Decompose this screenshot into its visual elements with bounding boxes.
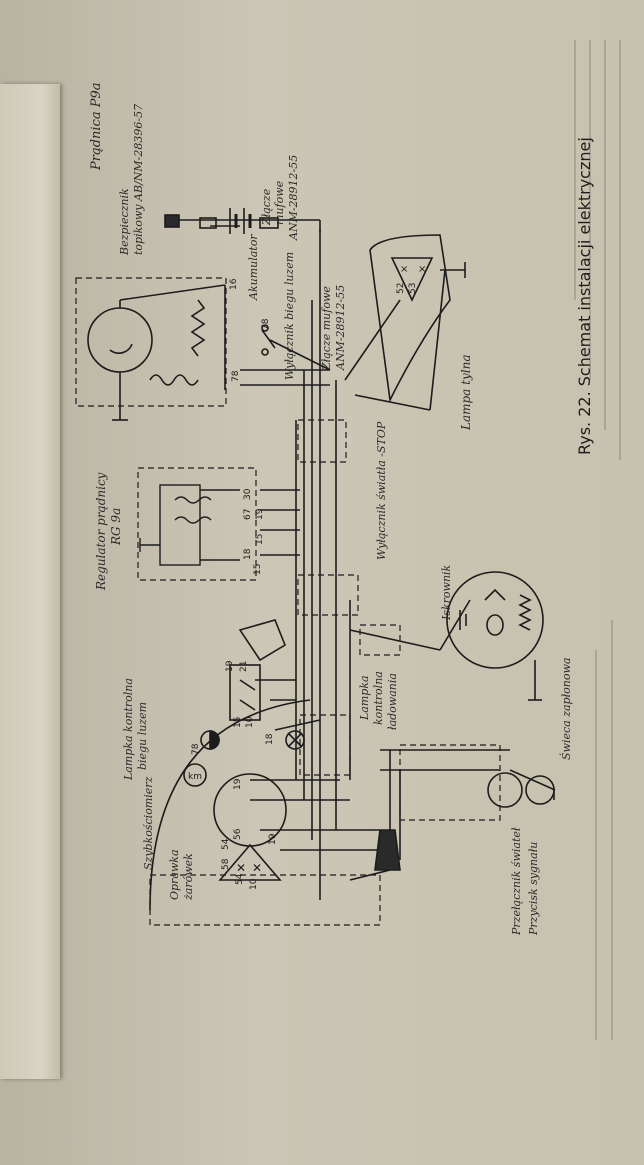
svg-text:✕: ✕ bbox=[252, 861, 262, 875]
terminal-label: 53 bbox=[408, 283, 418, 294]
label-szybkosciomierz: Szybkościomierz bbox=[142, 776, 155, 870]
terminal-label: 54 bbox=[235, 873, 245, 885]
label-kontrolka-luz: Lampka kontrolna bbox=[122, 678, 135, 781]
tail-lamp: × × bbox=[369, 234, 466, 403]
label-regulator-2: RG 9a bbox=[109, 508, 123, 546]
terminal-label: 78 bbox=[231, 370, 241, 382]
label-zlacze-2b: ANM-28912-55 bbox=[334, 285, 347, 371]
svg-text:✕: ✕ bbox=[236, 861, 246, 875]
terminal-label: 58 bbox=[221, 858, 231, 870]
label-kontrolka-luz-2: biegu luzem bbox=[136, 702, 149, 770]
label-zlacze-2: Złącze mufowe bbox=[320, 286, 333, 371]
terminal-label: 21 bbox=[239, 661, 249, 672]
terminal-label: 19 bbox=[225, 660, 235, 672]
terminal-label: 18 bbox=[243, 548, 253, 560]
label-zlacze-1: Złącze bbox=[260, 188, 273, 226]
neutral-switch bbox=[261, 324, 276, 356]
terminal-label: 78 bbox=[261, 318, 271, 330]
terminal-label: 18 bbox=[265, 733, 275, 745]
regulator-internals bbox=[139, 484, 240, 566]
terminal-label: 16 bbox=[229, 278, 239, 290]
label-przycisk: Przycisk sygnału bbox=[527, 842, 540, 936]
label-zlacze-1b: mufowe bbox=[273, 180, 286, 225]
bleed-through-text bbox=[574, 40, 621, 1040]
label-zlacze-1c: ANM-28912-55 bbox=[287, 155, 300, 241]
terminal-label: 15 bbox=[253, 564, 263, 575]
terminal-numbers: 16 78 78 52 53 30 67 19 15 18 15 19 21 1… bbox=[191, 278, 418, 890]
labels: Prądnica P9a Bezpiecznik topikowy AB/NM-… bbox=[89, 83, 573, 937]
terminal-label: 54 bbox=[221, 838, 231, 850]
svg-text:×: × bbox=[400, 264, 408, 275]
label-wylacznik-luz: Wyłącznik biegu luzem bbox=[283, 252, 296, 380]
label-oprawka: Oprawka bbox=[168, 849, 181, 900]
label-swieca: Świeca zapłonowa bbox=[559, 658, 573, 760]
terminal-label: 15 bbox=[233, 717, 243, 728]
label-regulator: Regulator prądnicy bbox=[94, 472, 108, 591]
bulb-holder: ✕ ✕ bbox=[149, 699, 311, 911]
terminal-label: 52 bbox=[396, 283, 406, 294]
label-przelacznik: Przełącznik świateł bbox=[510, 827, 523, 936]
label-pradnica: Prądnica P9a bbox=[89, 83, 104, 172]
svg-text:×: × bbox=[418, 264, 426, 275]
terminal-label: 56 bbox=[233, 828, 243, 840]
label-bezpiecznik-2: topikowy AB/NM-28396-57 bbox=[132, 104, 145, 255]
label-lampa-tylna: Lampa tylna bbox=[459, 355, 473, 431]
label-bezpiecznik: Bezpiecznik bbox=[118, 188, 131, 256]
light-switch-horn bbox=[374, 772, 555, 871]
label-oprawka-2: żarówek bbox=[182, 853, 195, 901]
terminal-label: 30 bbox=[243, 488, 253, 500]
svg-text:km: km bbox=[188, 772, 202, 782]
terminal-label: 67 bbox=[243, 509, 253, 520]
indicator-lamps: km bbox=[183, 730, 305, 787]
label-kontrolka-lad-2: kontrolna bbox=[372, 671, 385, 725]
label-stop: Wyłącznik światła -STOP bbox=[375, 421, 388, 560]
figure-caption: Rys. 22. Schemat instalacji elektrycznej bbox=[575, 137, 594, 455]
regulator-box bbox=[137, 467, 257, 581]
dashed-enclosures bbox=[75, 277, 501, 926]
terminal-label: 19 bbox=[233, 778, 243, 790]
label-kontrolka-lad: Lampka bbox=[358, 675, 371, 721]
generator-symbol bbox=[87, 284, 226, 421]
terminal-label: 10 bbox=[245, 716, 255, 728]
label-akumulator: Akumulator bbox=[247, 234, 260, 301]
terminal-label: 10 bbox=[249, 878, 259, 890]
label-iskrownik: Iskrownik bbox=[440, 564, 453, 621]
terminal-label: 78 bbox=[191, 743, 201, 755]
generator-box bbox=[75, 277, 227, 407]
facing-page-edge bbox=[0, 84, 60, 1079]
label-kontrolka-lad-3: ładowania bbox=[386, 673, 399, 730]
ignition-coil bbox=[446, 571, 544, 701]
wires bbox=[170, 219, 556, 900]
terminal-label: 19 bbox=[255, 508, 265, 520]
terminal-label: 15 bbox=[255, 534, 265, 545]
ignition-switch bbox=[229, 619, 286, 721]
fuse-battery bbox=[164, 208, 279, 234]
terminal-label: 19 bbox=[268, 833, 278, 845]
